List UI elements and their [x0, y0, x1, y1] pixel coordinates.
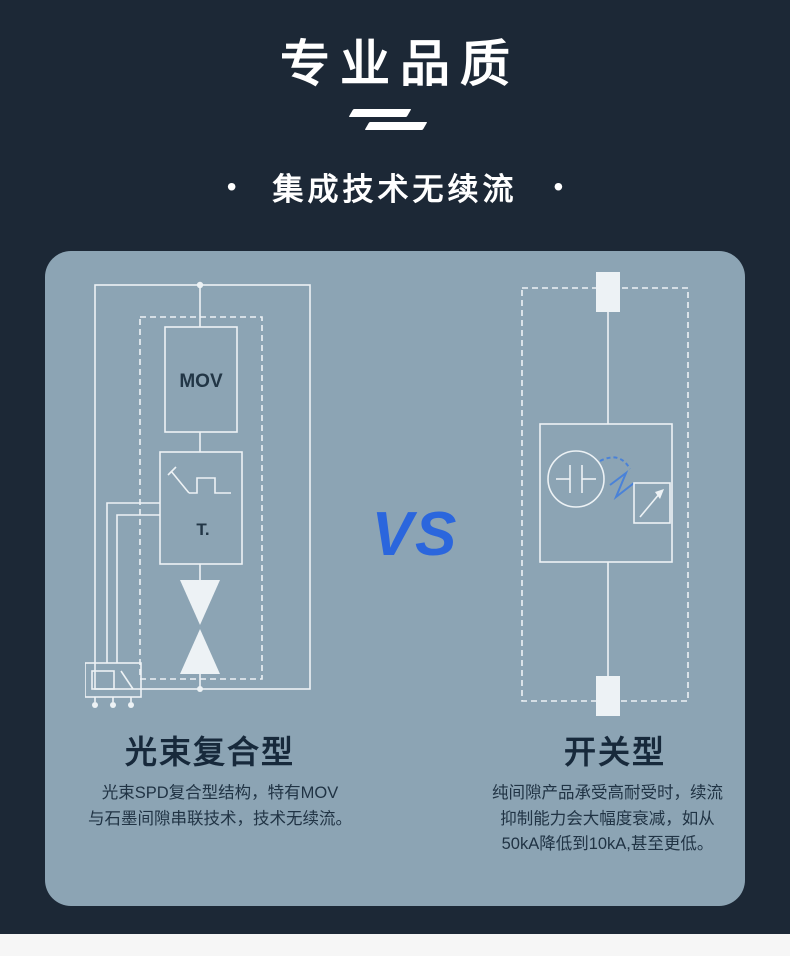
- surge-arrester-icon: [633, 482, 671, 524]
- comparison-card: MOV T. VS: [45, 251, 745, 906]
- description-line: 50kA降低到10kA,甚至更低。: [501, 835, 714, 854]
- description-line: 纯间隙产品承受高耐受时，续流: [492, 784, 723, 802]
- bullet-left-icon: •: [226, 170, 237, 202]
- title-underline-decoration: [345, 109, 445, 130]
- terminal-block: [85, 502, 160, 702]
- page-title: 专业品质: [280, 36, 520, 92]
- switch-circuit-frame: [521, 287, 689, 702]
- mov-label: MOV: [179, 371, 223, 392]
- thermal-label: T.: [196, 520, 209, 539]
- header: 专业品质 • 集成技术无续流 •: [0, 0, 790, 209]
- deco-bar-top: [348, 109, 412, 117]
- arc-z-icon: [599, 456, 635, 501]
- gdt-symbol: [92, 281, 220, 708]
- subtitle-text: 集成技术无续流: [272, 172, 518, 207]
- description-line: 抑制能力会大幅度衰减，如从: [500, 809, 715, 828]
- right-type-name: 开关型: [563, 734, 666, 770]
- subtitle-row: • 集成技术无续流 •: [0, 164, 790, 209]
- switch-type-circuit-diagram: [521, 272, 689, 716]
- terminal-posts: [596, 272, 664, 716]
- deco-bar-bottom: [364, 122, 428, 130]
- bullet-right-icon: •: [553, 170, 564, 202]
- description-line: 与石墨间隙串联技术，技术无续流。: [88, 809, 352, 828]
- vs-label: VS: [371, 500, 459, 569]
- right-description: 纯间隙产品承受高耐受时，续流 抑制能力会大幅度衰减，如从 50kA降低到10kA…: [480, 781, 735, 858]
- gas-tube-circle: [547, 450, 605, 508]
- description-line: 光束SPD复合型结构，特有MOV: [101, 784, 339, 802]
- left-description: 光束SPD复合型结构，特有MOV 与石墨间隙串联技术，技术无续流。: [55, 781, 385, 832]
- composite-spd-circuit-diagram: MOV T.: [85, 281, 311, 708]
- left-type-name: 光束复合型: [124, 734, 295, 770]
- mov-box: [164, 326, 238, 433]
- footer-strip: [0, 934, 790, 956]
- thermal-disconnect-box: [159, 432, 243, 565]
- composite-circuit-frame: [94, 284, 311, 690]
